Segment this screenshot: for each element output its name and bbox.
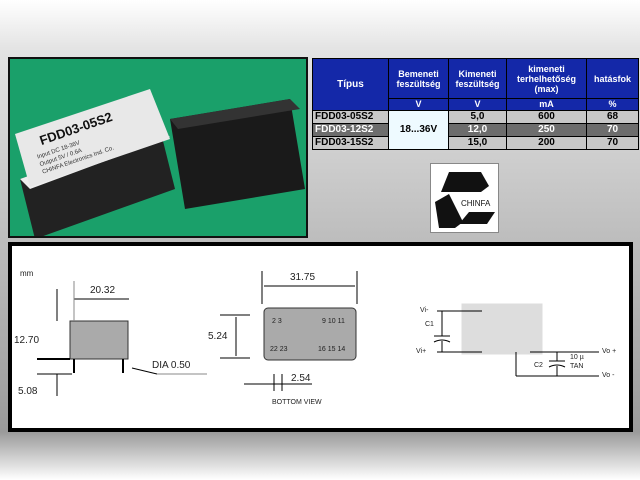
logo-text: CHINFA: [461, 199, 491, 208]
cell-imax: 600: [506, 110, 587, 124]
vout-pos-label: Vo +: [602, 348, 617, 355]
cell-imax: 200: [506, 136, 587, 150]
table-row: FDD03-12S2 12,0 250 70: [312, 123, 639, 137]
vin-pos-label: Vi+: [416, 348, 427, 355]
chinfa-logo-mark: [435, 172, 495, 228]
vin-neg-label: Vi-: [420, 307, 429, 314]
c2-label: C2: [534, 362, 543, 369]
vout-neg-label: Vo -: [602, 372, 615, 379]
dim-pin-pitch: 2.54: [291, 373, 311, 384]
cell-imax: 250: [506, 123, 587, 137]
cell-type: FDD03-12S2: [312, 123, 389, 137]
cell-eff: 70: [586, 136, 639, 150]
pin-label: 2 3: [272, 318, 282, 325]
unit-input-voltage: V: [388, 98, 449, 111]
module-illustration: [15, 89, 305, 236]
cell-type: FDD03-15S2: [312, 136, 389, 150]
cell-vout: 12,0: [448, 123, 507, 137]
table-row: FDD03-05S2 18...36V 5,0 600 68: [312, 110, 639, 150]
cell-vout: 5,0: [448, 110, 507, 124]
dimension-drawing: mm 20.32 12.70 5.08 DIA 0.50 31.75 5.24 …: [8, 242, 633, 432]
drawing-lines: [37, 271, 599, 396]
cell-eff: 68: [586, 110, 639, 124]
unit-efficiency: %: [586, 98, 639, 111]
col-header-output-voltage: Kimeneti feszültség: [448, 58, 507, 99]
pin-label: 22 23: [270, 346, 288, 353]
unit-output-voltage: V: [448, 98, 507, 111]
dim-pin-diameter: DIA 0.50: [152, 360, 191, 371]
c2-type: TAN: [570, 363, 584, 370]
pin-label: 16 15 14: [318, 346, 346, 353]
table-row: FDD03-15S2 15,0 200 70: [312, 136, 639, 150]
dim-pin-length: 5.08: [18, 386, 38, 397]
unit-output-current: mA: [506, 98, 587, 111]
cell-input-voltage: 18...36V: [388, 110, 449, 150]
cell-vout: 15,0: [448, 136, 507, 150]
c2-value: 10 µ: [570, 354, 584, 361]
col-header-output-current: kimeneti terhelhetőség (max): [506, 58, 587, 99]
dim-width: 20.32: [90, 285, 116, 296]
spec-table: Típus Bemeneti feszültség Kimeneti feszü…: [312, 58, 639, 150]
dim-height: 12.70: [14, 335, 40, 346]
col-header-efficiency: hatásfok: [586, 58, 639, 99]
bottom-view-label: BOTTOM VIEW: [272, 399, 322, 406]
pin-label: 9 10 11: [322, 318, 345, 325]
unit-label: mm: [20, 269, 34, 278]
dim-length: 31.75: [290, 272, 316, 283]
c1-label: C1: [425, 321, 434, 328]
product-photo: FDD03-05S2 Input DC 18-36V Output 5V / 0…: [8, 57, 308, 238]
col-header-input-voltage: Bemeneti feszültség: [388, 58, 449, 99]
cell-type: FDD03-05S2: [312, 110, 389, 124]
chinfa-logo: CHINFA: [430, 163, 499, 233]
dim-row-spacing: 5.24: [208, 331, 228, 342]
cell-eff: 70: [586, 123, 639, 137]
col-header-type: Típus: [312, 58, 389, 111]
